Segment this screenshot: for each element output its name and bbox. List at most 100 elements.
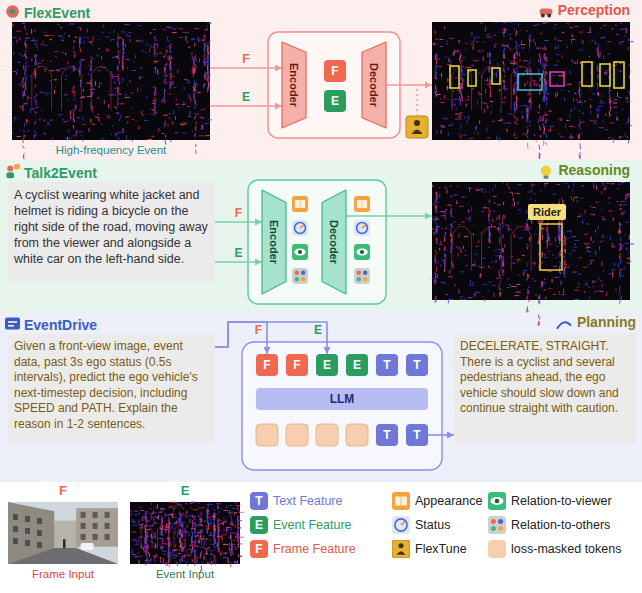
event-stroke — [115, 88, 116, 90]
event-stroke — [541, 210, 543, 214]
event-stroke — [540, 57, 541, 58]
event-stroke — [30, 76, 31, 77]
event-stroke — [596, 120, 597, 122]
event-stroke — [80, 40, 81, 42]
event-stroke — [600, 28, 601, 29]
event-stroke — [559, 291, 560, 295]
event-stroke — [479, 121, 480, 124]
event-stroke — [54, 90, 55, 94]
event-stroke — [627, 263, 631, 264]
event-stroke — [19, 77, 20, 78]
event-stroke — [471, 41, 473, 42]
event-stroke — [45, 68, 46, 71]
event-stroke — [487, 78, 488, 82]
event-stroke — [154, 109, 155, 111]
event-stroke — [564, 245, 566, 247]
event-stroke — [447, 64, 451, 65]
event-stroke — [545, 143, 547, 145]
event-stroke — [620, 41, 621, 44]
event-stroke — [26, 33, 27, 35]
event-stroke — [623, 204, 627, 205]
event-stroke — [516, 40, 517, 45]
event-stroke — [593, 207, 595, 208]
event-stroke — [487, 105, 488, 109]
event-stroke — [570, 138, 573, 139]
event-stroke — [151, 109, 152, 110]
event-stroke — [537, 24, 538, 25]
event-stroke — [496, 136, 497, 140]
event-stroke — [573, 97, 574, 102]
event-stroke — [598, 53, 599, 59]
event-stroke — [603, 55, 604, 58]
event-stroke — [451, 207, 452, 213]
block-label: Decoder — [327, 190, 341, 294]
event-stroke — [459, 233, 460, 237]
event-stroke — [115, 56, 117, 57]
event-stroke — [36, 101, 37, 103]
event-stroke — [166, 75, 167, 77]
event-stroke — [151, 114, 156, 115]
event-stroke — [117, 33, 118, 36]
event-stroke — [545, 93, 549, 94]
event-stroke — [54, 51, 58, 52]
event-stroke — [18, 118, 19, 120]
event-stroke — [97, 98, 99, 99]
event-stroke — [204, 62, 208, 63]
event-stroke — [617, 69, 618, 70]
event-stroke — [74, 37, 77, 38]
event-stroke — [207, 75, 209, 81]
event-stroke — [172, 65, 173, 66]
event-stroke — [63, 119, 64, 120]
event-stroke — [441, 215, 445, 216]
event-stroke — [628, 38, 629, 41]
event-stroke — [454, 285, 456, 286]
event-stroke — [435, 258, 436, 263]
event-stroke — [445, 215, 446, 220]
event-stroke — [90, 119, 91, 123]
event-stroke — [603, 121, 605, 122]
event-stroke — [163, 95, 164, 100]
event-stroke — [158, 77, 159, 78]
event-stroke — [31, 40, 36, 41]
event-stroke — [488, 220, 490, 221]
event-stroke — [154, 91, 155, 95]
event-stroke — [452, 216, 453, 217]
event-stroke — [172, 29, 176, 30]
event-stroke — [460, 103, 461, 106]
event-stroke — [486, 84, 490, 85]
event-stroke — [564, 240, 566, 245]
event-stroke — [512, 204, 513, 206]
event-stroke — [600, 38, 605, 39]
event-stroke — [60, 27, 63, 28]
event-stroke — [457, 247, 460, 248]
event-stroke — [461, 112, 463, 113]
event-stroke — [74, 40, 75, 42]
event-stroke — [515, 76, 518, 77]
event-stroke — [436, 194, 437, 198]
event-stroke — [172, 121, 173, 125]
event-stroke — [559, 207, 560, 212]
event-stroke — [195, 133, 196, 137]
event-stroke — [620, 23, 622, 24]
event-stroke — [516, 95, 517, 99]
event-stroke — [541, 225, 542, 231]
event-stroke — [25, 82, 26, 87]
event-stroke — [542, 23, 546, 24]
event-stroke — [92, 106, 93, 110]
event-stroke — [597, 74, 598, 79]
event-stroke — [529, 125, 531, 126]
event-stroke — [547, 242, 548, 246]
event-stroke — [489, 199, 490, 201]
event-stroke — [578, 273, 581, 274]
event-stroke — [124, 31, 125, 33]
event-stroke — [447, 86, 448, 91]
trapezoid — [322, 190, 346, 294]
event-stroke — [46, 93, 47, 96]
event-stroke — [536, 48, 540, 49]
event-stroke — [541, 208, 542, 210]
event-stroke — [155, 68, 156, 70]
event-stroke — [434, 257, 435, 258]
event-stroke — [460, 112, 462, 116]
event-stroke — [436, 229, 437, 234]
event-stroke — [183, 122, 188, 123]
